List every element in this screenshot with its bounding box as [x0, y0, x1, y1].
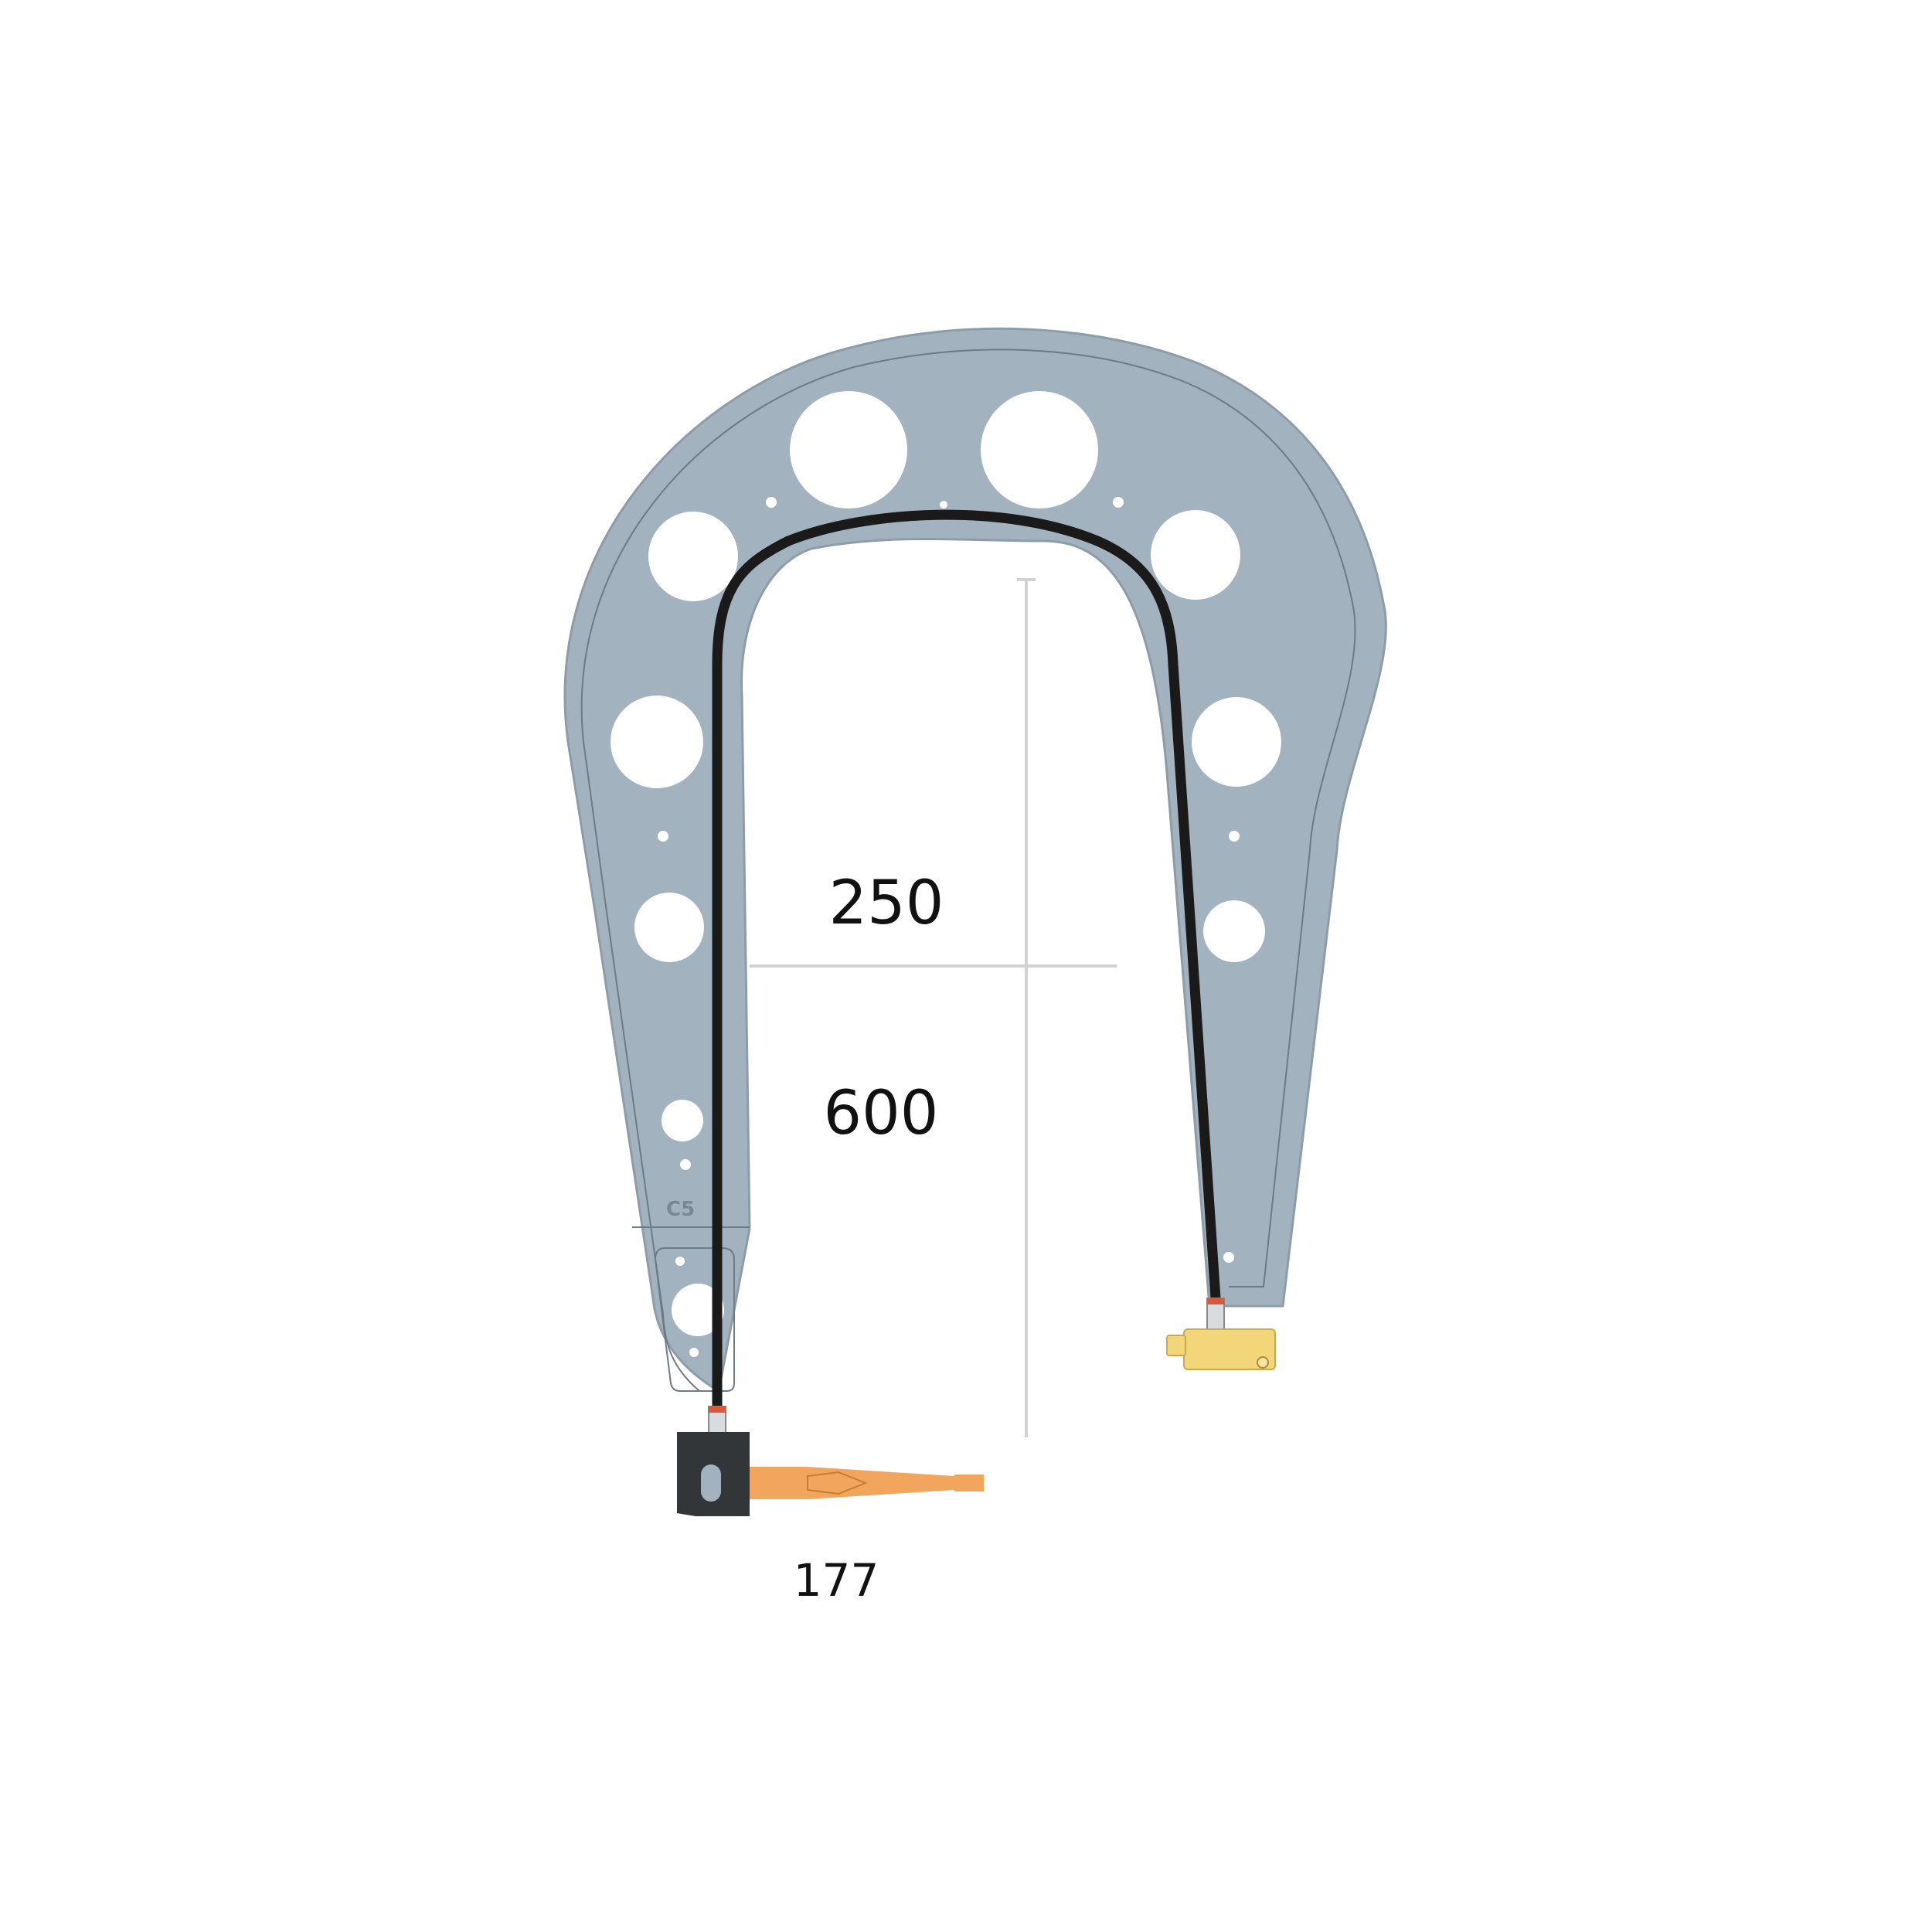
electrode-groove — [807, 1471, 868, 1495]
lightening-hole — [662, 1100, 703, 1141]
secondary-cable — [712, 509, 1221, 1412]
dimension-lines — [750, 578, 1117, 1437]
bolt-hole — [1223, 1252, 1234, 1263]
bolt-hole — [689, 1348, 699, 1357]
frame-marking: C5 — [666, 1198, 695, 1221]
connector-band — [1207, 1298, 1224, 1304]
bolt-hole — [675, 1257, 685, 1266]
c-frame — [563, 327, 1387, 1393]
bolt-hole — [1229, 831, 1240, 842]
throat-width-label: 250 — [829, 869, 944, 938]
lightening-hole — [634, 893, 704, 962]
throat-depth-label: 600 — [824, 1079, 939, 1148]
bolt-hole — [680, 1159, 691, 1170]
lightening-hole — [1203, 900, 1265, 962]
lightening-hole — [672, 1284, 724, 1336]
lower-electrode-tip — [1166, 1298, 1276, 1370]
bolt-hole — [1113, 497, 1124, 508]
electrode — [750, 1467, 954, 1499]
lightening-hole — [1192, 697, 1281, 787]
lower-arm-pocket — [654, 1247, 735, 1392]
upper-electrode-assembly — [677, 1406, 984, 1516]
frame-body — [563, 327, 1387, 1393]
bolt-hole — [766, 497, 777, 508]
electrode-length-label: 177 — [794, 1554, 879, 1607]
connector-band — [709, 1406, 726, 1413]
lightening-hole — [790, 391, 907, 509]
electrode-cap — [954, 1475, 984, 1492]
lightening-hole — [611, 696, 703, 788]
lightening-hole — [648, 512, 738, 601]
tip-holder-bolt — [1257, 1356, 1269, 1369]
lightening-hole — [981, 391, 1098, 509]
tip-holder-stub — [1166, 1335, 1186, 1356]
bolt-hole — [940, 501, 947, 509]
frame-inner-outline — [580, 349, 1356, 1392]
lightening-hole — [1151, 510, 1240, 600]
holder-slot — [701, 1464, 721, 1502]
bolt-hole — [658, 831, 668, 842]
